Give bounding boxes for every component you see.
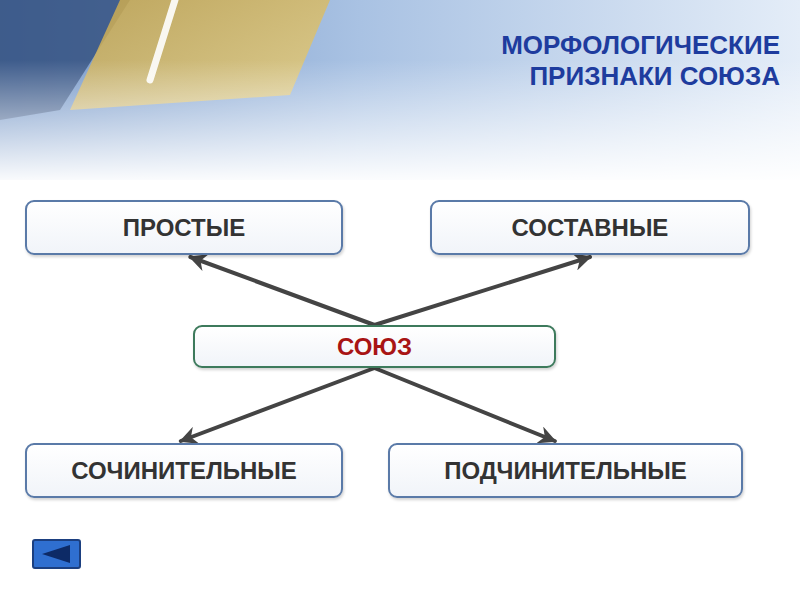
category-box: ПОДЧИНИТЕЛЬНЫЕ	[388, 443, 743, 498]
box-label: ПОДЧИНИТЕЛЬНЫЕ	[432, 457, 699, 485]
arrow-connector	[375, 257, 591, 325]
arrow-connector	[181, 368, 375, 441]
category-box: ПРОСТЫЕ	[25, 200, 343, 255]
back-button	[33, 540, 80, 568]
arrow-connector	[375, 368, 555, 441]
box-label: СОСТАВНЫЕ	[500, 214, 681, 242]
box-label: СОЮЗ	[325, 333, 424, 361]
slide-title: МОРФОЛОГИЧЕСКИЕ ПРИЗНАКИ СОЮЗА	[400, 30, 780, 92]
box-label: ПРОСТЫЕ	[111, 214, 258, 242]
central-box: СОЮЗ	[193, 325, 556, 368]
arrow-connector	[190, 257, 374, 325]
category-box: СОЧИНИТЕЛЬНЫЕ	[25, 443, 343, 498]
box-label: СОЧИНИТЕЛЬНЫЕ	[59, 457, 309, 485]
category-box: СОСТАВНЫЕ	[430, 200, 750, 255]
